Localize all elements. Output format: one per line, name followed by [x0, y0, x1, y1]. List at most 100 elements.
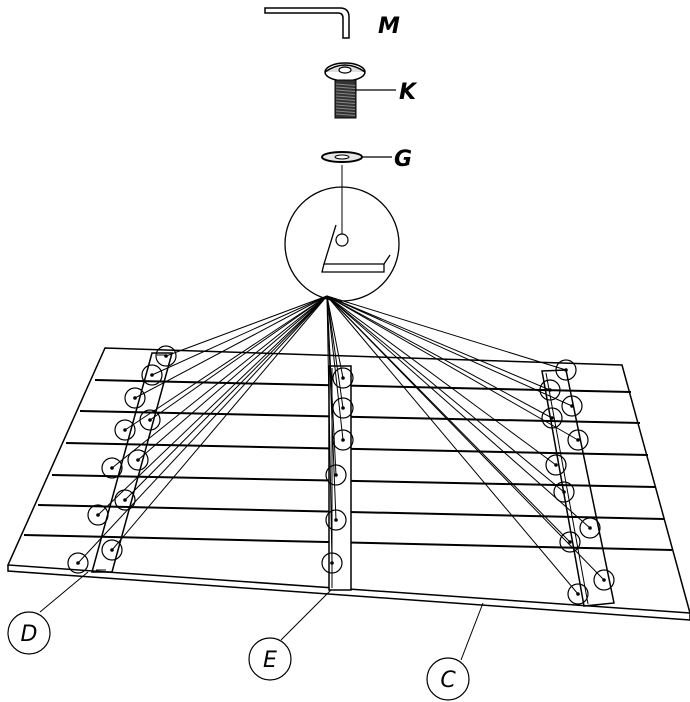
screw-hole-callout: [87, 504, 109, 526]
fan-line: [326, 295, 565, 493]
fan-line: [124, 295, 328, 431]
screw-hole-callout: [101, 539, 123, 561]
screw-hole-callout: [567, 429, 589, 451]
bolt-thread: [335, 92, 356, 95]
left-rail: [91, 352, 173, 573]
label-m: M: [378, 14, 400, 39]
screw-hole: [576, 592, 580, 596]
fan-line: [326, 295, 333, 564]
bolt-thread: [335, 89, 356, 92]
screw-hole-callout: [332, 397, 354, 419]
leader-e: [280, 589, 332, 641]
screw-hole-callout: [541, 407, 563, 429]
screw-hole: [330, 561, 334, 565]
bolt-thread: [335, 98, 356, 101]
screw-hole: [164, 354, 168, 358]
screw-hole-callout: [325, 509, 347, 531]
screw-hole: [136, 458, 140, 462]
screw-hole-callout: [545, 454, 567, 476]
screw-hole-callout: [567, 583, 589, 605]
screw-hole-callout: [593, 569, 615, 591]
allen-key-icon: [264, 7, 350, 39]
screw-hole: [341, 438, 345, 442]
fan-line: [326, 295, 557, 466]
screw-hole-callout: [325, 464, 347, 486]
fan-line: [326, 295, 337, 521]
screw-hole-callout: [332, 367, 354, 389]
screw-hole-callout: [124, 387, 146, 409]
label-e: E: [263, 648, 277, 673]
screw-hole: [110, 466, 114, 470]
fan-line: [134, 295, 328, 399]
screw-hole: [576, 438, 580, 442]
screw-hole: [334, 518, 338, 522]
fan-line: [326, 295, 579, 441]
screw-hole: [123, 498, 127, 502]
fan-line: [149, 295, 328, 421]
screw-hole-callout: [139, 409, 161, 431]
fan-line: [111, 295, 328, 551]
screw-hole-callout: [321, 552, 343, 574]
screw-hole-callout: [101, 457, 123, 479]
screw-hole: [588, 526, 592, 530]
screw-hole: [123, 428, 127, 432]
screw-hole-callout: [67, 552, 89, 574]
right-rail: [541, 369, 615, 607]
screw-hole: [96, 513, 100, 517]
bolt-thread: [335, 101, 356, 104]
fan-line: [326, 295, 573, 407]
screw-hole: [554, 463, 558, 467]
screw-hole: [570, 404, 574, 408]
fan-line: [137, 295, 328, 461]
fan-line: [124, 295, 328, 501]
screw-hole: [110, 548, 114, 552]
bolt-icon: [324, 62, 366, 119]
screw-hole: [564, 368, 568, 372]
bolt-thread: [335, 110, 356, 113]
screw-hole: [341, 406, 345, 410]
label-d: D: [21, 622, 38, 647]
screw-hole: [562, 490, 566, 494]
screw-hole-callout: [553, 481, 575, 503]
screw-hole-callout: [555, 359, 577, 381]
fan-line: [151, 295, 328, 376]
screw-hole-callout: [559, 531, 581, 553]
fan-line: [326, 295, 605, 581]
bolt-thread: [335, 104, 356, 107]
screw-hole-callout: [141, 364, 163, 386]
bolt-thread: [335, 107, 356, 110]
bolt-thread: [335, 95, 356, 98]
screw-hole-callout: [539, 379, 561, 401]
screw-hole-callout: [332, 429, 354, 451]
detail-callout: [284, 165, 400, 302]
fan-line: [77, 295, 328, 564]
fan-line: [326, 295, 553, 419]
screw-hole-callout: [114, 419, 136, 441]
screw-hole: [76, 561, 80, 565]
screw-hole-callout: [127, 449, 149, 471]
fan-line: [326, 295, 567, 371]
label-k: K: [399, 80, 418, 105]
fan-line: [326, 295, 579, 595]
screw-hole-callout: [561, 395, 583, 417]
label-g: G: [394, 147, 412, 172]
screw-hole: [150, 373, 154, 377]
fan-line: [326, 295, 344, 379]
screw-hole: [133, 396, 137, 400]
label-c-circle: [426, 657, 470, 701]
fan-line: [165, 295, 328, 357]
screw-hole-callout: [155, 345, 177, 367]
screw-hole-callout: [579, 517, 601, 539]
fan-line: [326, 295, 551, 391]
label-d-circle: [7, 611, 51, 655]
screw-hole: [334, 473, 338, 477]
washer-icon: [321, 151, 363, 163]
screw-hole: [341, 376, 345, 380]
label-c: C: [440, 668, 456, 693]
fan-line: [97, 295, 328, 516]
fastening-points: [67, 345, 615, 605]
label-e-circle: [248, 637, 292, 681]
leader-d: [39, 571, 89, 613]
fan-line: [326, 295, 591, 529]
